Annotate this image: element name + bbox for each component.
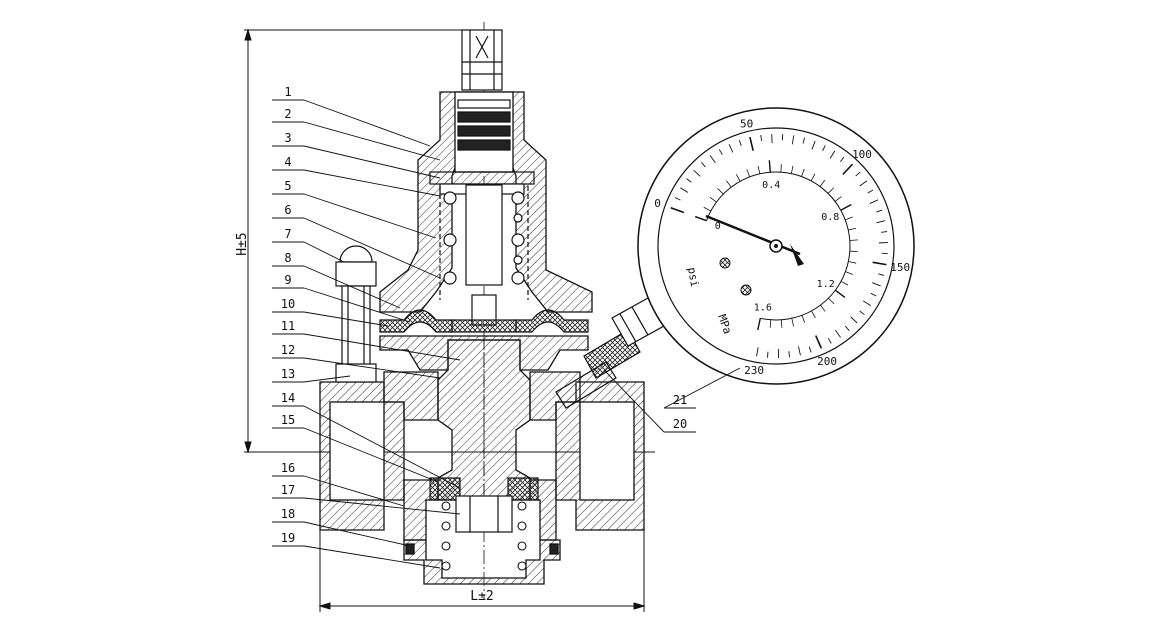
gauge-screw-icon [741,285,751,295]
gauge-psi-tick-label: 150 [890,261,910,274]
part-number-9: 9 [284,273,291,287]
part-number-11: 11 [281,319,295,333]
gauge-screw-icon [720,258,730,268]
part-number-16: 16 [281,461,295,475]
part-number-20: 20 [673,417,687,431]
gauge-psi-tick-label: 230 [744,364,764,377]
lock-nut [456,496,512,532]
part-number-17: 17 [281,483,295,497]
part-number-14: 14 [281,391,295,405]
part-number-21: 21 [673,393,687,407]
part-number-6: 6 [284,203,291,217]
part-number-18: 18 [281,507,295,521]
gauge-mpa-tick-label: 0.4 [762,180,780,191]
part-number-19: 19 [281,531,295,545]
part-number-4: 4 [284,155,291,169]
bottom-cap [404,540,560,584]
valve-stem [466,185,502,325]
gauge-mpa-tick-label: 1.2 [817,279,835,290]
part-number-1: 1 [284,85,291,99]
part-number-2: 2 [284,107,291,121]
part-number-5: 5 [284,179,291,193]
length-dim-label: L±2 [470,589,493,604]
height-dim-label: H±5 [235,232,250,255]
gauge-psi-tick-label: 100 [852,148,872,161]
cap-bolt [336,246,376,382]
part-number-7: 7 [284,227,291,241]
gauge-mpa-tick-label: 1.6 [754,303,772,314]
adjusting-screw [462,30,502,90]
part-number-15: 15 [281,413,295,427]
part-number-8: 8 [284,251,291,265]
gauge-psi-tick-label: 200 [817,355,837,368]
gauge-psi-tick-label: 0 [654,197,661,210]
gauge-mpa-tick-label: 0.8 [821,212,839,223]
part-number-10: 10 [281,297,295,311]
gauge-psi-tick-label: 50 [740,117,753,130]
part-number-3: 3 [284,131,291,145]
part-number-13: 13 [281,367,295,381]
part-number-12: 12 [281,343,295,357]
valve-core [438,340,530,500]
